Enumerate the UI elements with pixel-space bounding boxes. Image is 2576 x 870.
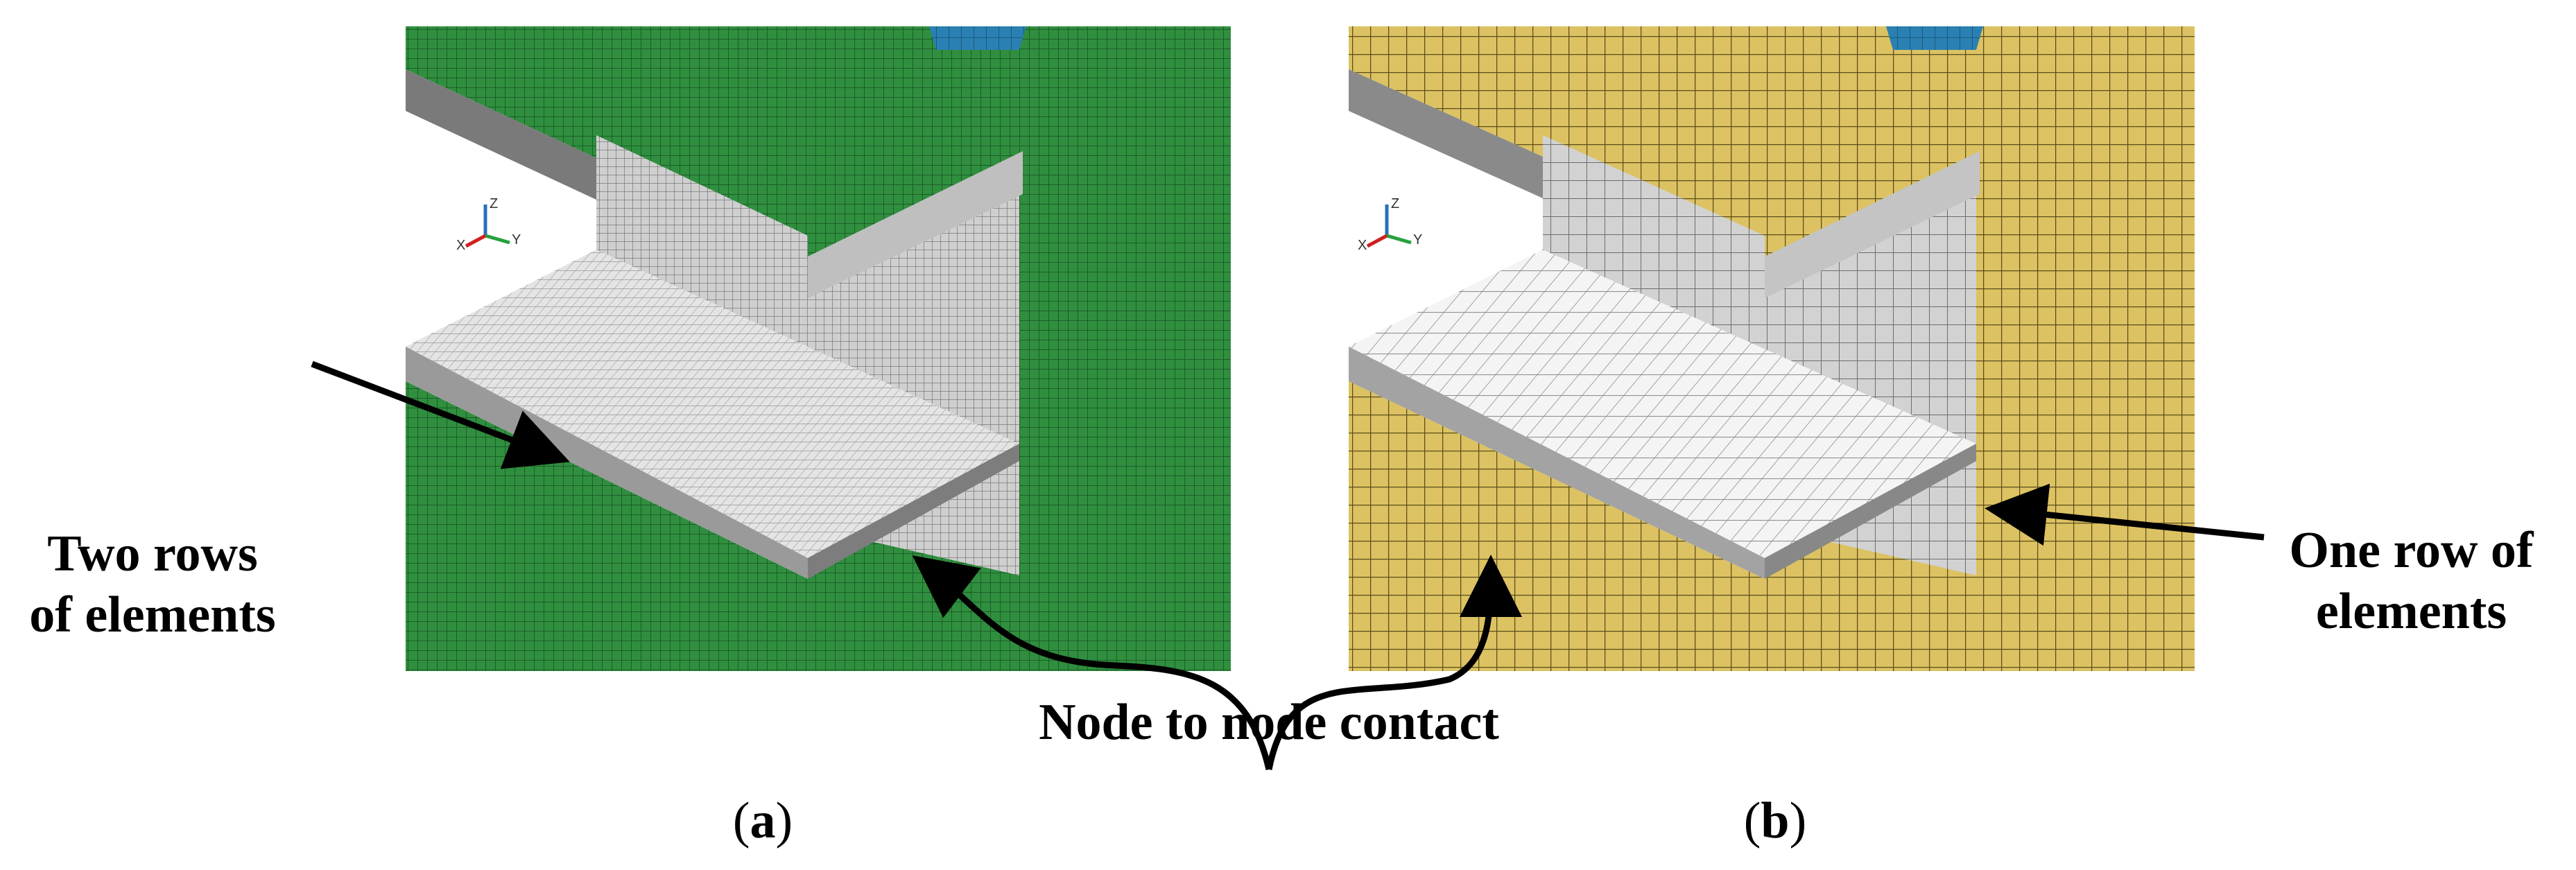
arrow-two-rows: [311, 360, 570, 469]
label-one-row-line2: elements: [2315, 583, 2507, 640]
caption-a: (a): [693, 790, 832, 851]
label-two-rows-line1: Two rows: [47, 525, 258, 582]
caption-b-open: (: [1743, 792, 1761, 849]
axis-z-label-b: Z: [1391, 196, 1399, 211]
caption-a-close: ): [775, 792, 793, 849]
label-two-rows-line2: of elements: [29, 586, 276, 643]
caption-b-close: ): [1789, 792, 1807, 849]
arrow-node-contact-b: [1265, 555, 1522, 770]
caption-a-open: (: [732, 792, 750, 849]
arrow-node-contact-a: [912, 555, 1272, 771]
arrow-one-row: [1985, 483, 2265, 546]
axis-triad-b: Z Y X: [1358, 196, 1422, 253]
axis-triad-a: Z Y X: [456, 196, 521, 253]
label-one-row: One row of elements: [2247, 520, 2576, 642]
label-one-row-line1: One row of: [2289, 522, 2534, 579]
axis-z-label: Z: [490, 196, 498, 211]
axis-y-label: Y: [512, 232, 521, 247]
flange-edge: [406, 347, 808, 579]
blue-cap: [929, 26, 1026, 50]
label-two-rows: Two rows of elements: [0, 523, 305, 645]
axis-y-label-b: Y: [1413, 232, 1422, 247]
annotation-arrows: [311, 360, 2265, 771]
caption-b-letter: b: [1761, 792, 1790, 849]
panel-b-mesh: [1349, 26, 2195, 671]
panel-a-mesh: [406, 26, 1231, 671]
caption-a-letter: a: [750, 792, 776, 849]
flange-top-b: [1349, 250, 1976, 558]
axis-x-label: X: [456, 238, 465, 253]
yellow-block-lower: [1349, 381, 1765, 671]
flange-edge-b: [1349, 347, 1765, 579]
blue-cap-b: [1886, 26, 1983, 50]
label-node-contact: Node to node contact: [1039, 694, 1499, 751]
flange-top: [406, 250, 1019, 558]
axis-x-label-b: X: [1358, 238, 1367, 253]
caption-b: (b): [1706, 790, 1844, 851]
